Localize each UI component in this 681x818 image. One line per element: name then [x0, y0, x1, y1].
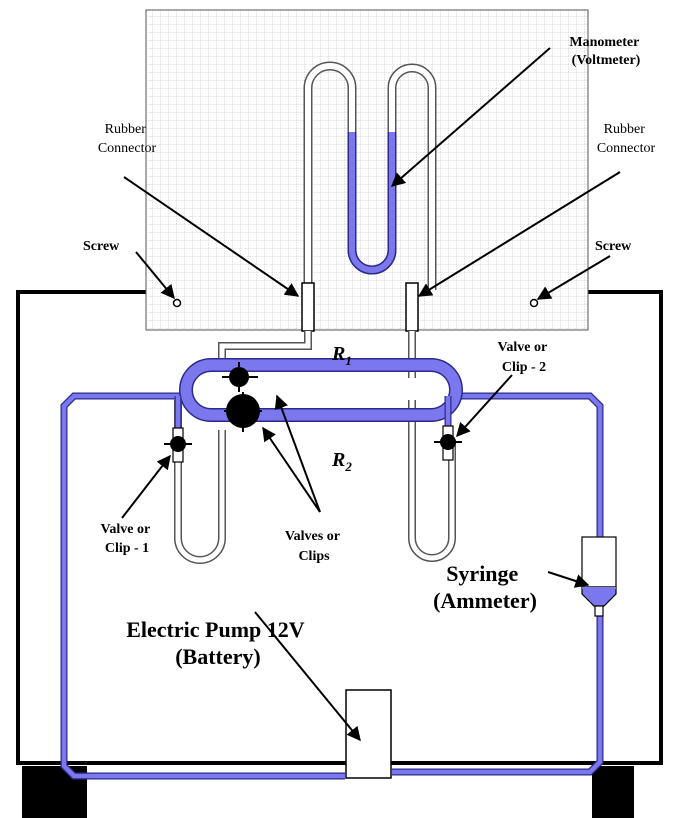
label-syringe: Syringe (Ammeter) — [433, 561, 537, 613]
valve-clip-2 — [434, 425, 462, 461]
label-screw-right: Screw — [595, 239, 632, 254]
pointer-arrows — [121, 47, 621, 742]
label-screw-left: Screw — [83, 239, 120, 254]
label-valve-clip-1: Valve or Clip - 1 — [101, 522, 154, 556]
label-r2: R2 — [331, 449, 352, 474]
rubber-connector-left — [301, 282, 315, 332]
valve-r2 — [224, 392, 262, 432]
label-r1: R1 — [331, 343, 352, 368]
rubber-connector-right — [405, 282, 419, 332]
label-rubber-connector-right: Rubber Connector — [597, 122, 656, 156]
screw-left — [172, 298, 182, 308]
sense-tubes — [174, 331, 456, 564]
screw-right — [529, 298, 539, 308]
valve-r1 — [222, 362, 258, 392]
electric-pump — [345, 689, 392, 779]
manometer-tubes — [303, 61, 437, 330]
label-valves-clips: Valves or Clips — [285, 529, 343, 564]
label-rubber-connector-left: Rubber Connector — [98, 122, 157, 156]
grid-board — [145, 9, 589, 331]
valve-clip-1 — [164, 427, 192, 463]
syringe-liquid-fill — [583, 587, 615, 588]
label-manometer: Manometer (Voltmeter) — [569, 35, 642, 68]
label-valve-clip-2: Valve or Clip - 2 — [498, 340, 551, 375]
label-electric-pump: Electric Pump 12V (Battery) — [126, 617, 310, 669]
